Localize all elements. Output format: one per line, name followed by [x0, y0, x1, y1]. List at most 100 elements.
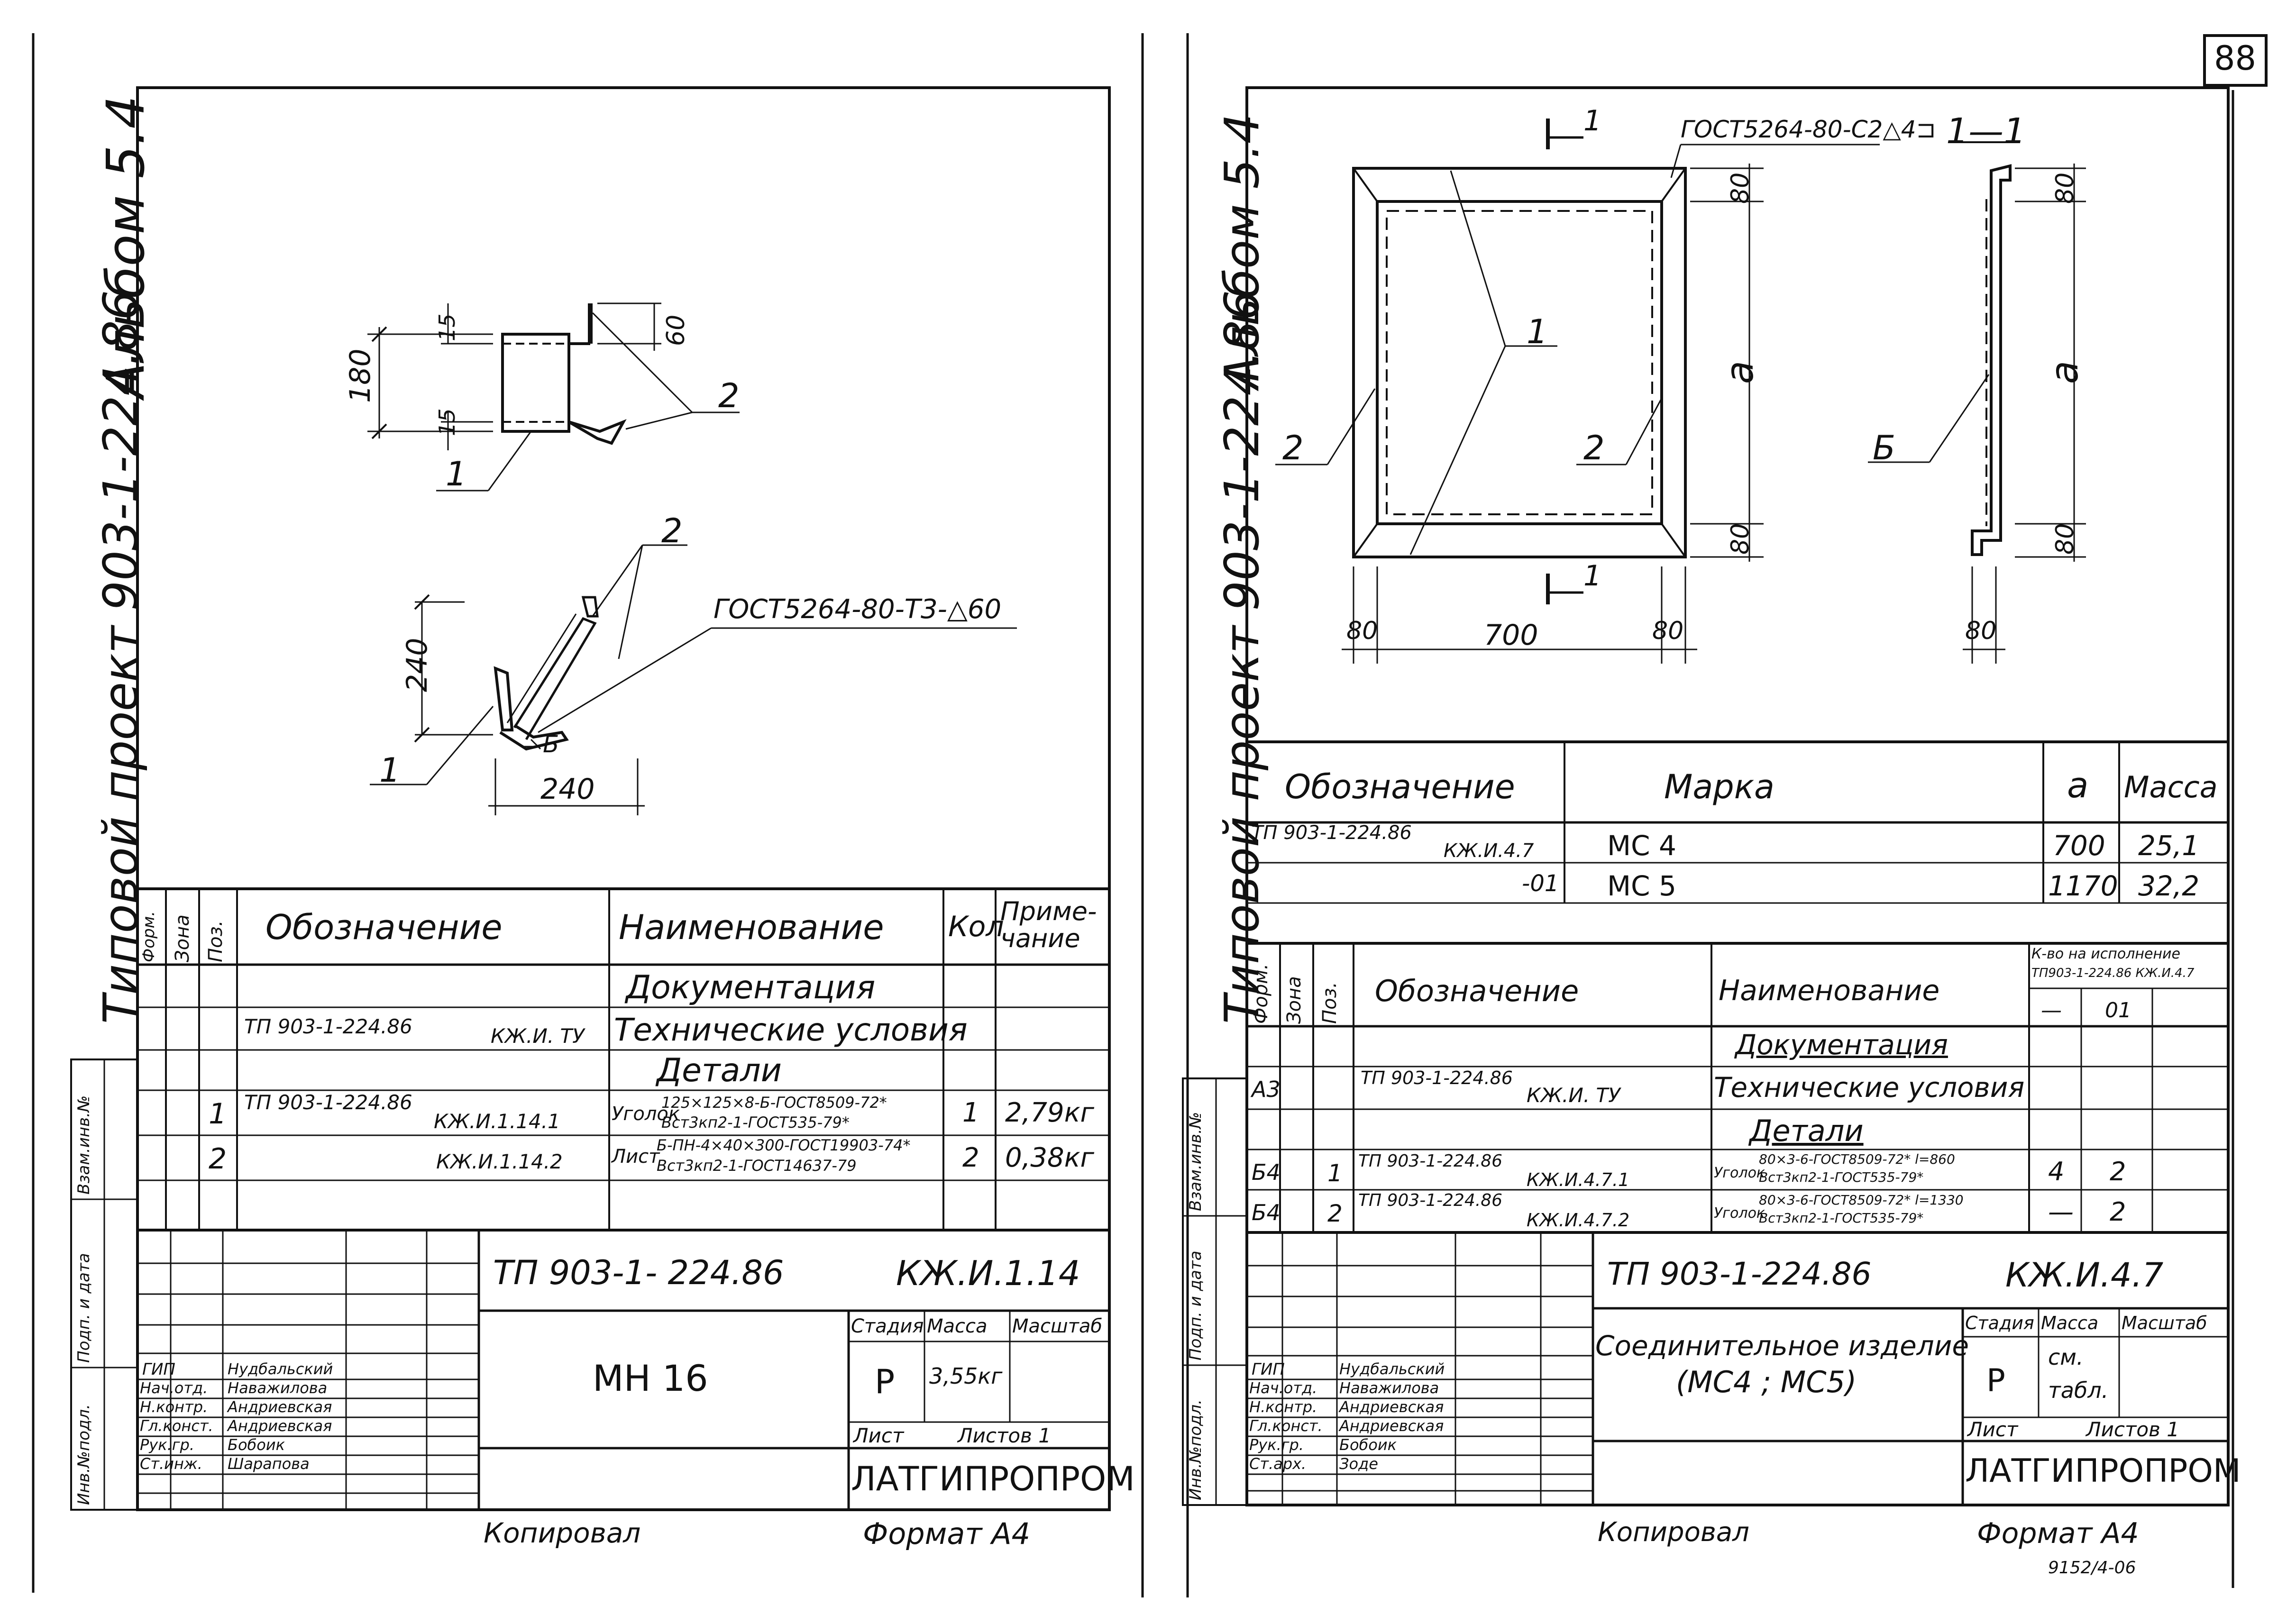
right-marks-row1-designation-a: ТП 903-1-224.86 [1252, 822, 1412, 844]
right-pos-2-left: 2 [1282, 429, 1304, 467]
left-tb-item-name: МН 16 [593, 1357, 708, 1399]
right-marks-h-a: а [2067, 765, 2089, 806]
left-spec-h-designation: Обозначение [265, 907, 503, 947]
left-spec-h-qty: Кол [948, 910, 1004, 943]
right-footer-code: 9152/4-06 [2048, 1558, 2136, 1578]
left-dim-240-horizontal: 240 [540, 773, 595, 806]
right-tb-stage: Р [1986, 1362, 2005, 1399]
right-spec-row2-designation-a: ТП 903-1-224.86 [1358, 1191, 1503, 1210]
left-spec-row1-pos: 1 [209, 1097, 227, 1131]
left-staff-role: Нач.отд. [140, 1379, 208, 1397]
left-stamp-repl: Взам.инв.№ [74, 1095, 93, 1195]
left-project-label: Типовой проект 903-1-224.86 [93, 290, 148, 1024]
left-spec-row1-qty: 1 [962, 1097, 979, 1128]
left-frame [70, 86, 1111, 1511]
right-spec-doc-format: А3 [1252, 1077, 1281, 1102]
right-staff-name: Нудбальский [1339, 1360, 1445, 1378]
right-dim-700: 700 [1484, 619, 1538, 652]
right-dim-80-bottom: 80 [1726, 523, 1755, 555]
right-tb-sheet-label: Лист [1967, 1418, 2018, 1441]
right-spec-row2-q2: 2 [2110, 1197, 2126, 1227]
left-stamp-inv: Инв.№подл. [74, 1404, 93, 1505]
left-spec-row1-note: 2,79кг [1005, 1097, 1094, 1128]
right-spec-row1-pos: 1 [1327, 1159, 1343, 1187]
left-spec-row2-qty: 2 [962, 1142, 979, 1173]
right-tb-stage-label: Стадия [1965, 1313, 2034, 1333]
right-marks-row1-designation-b: КЖ.И.4.7 [1444, 840, 1534, 862]
left-format-label: Формат А4 [863, 1516, 1031, 1551]
left-staff-name: Нудбальский [228, 1360, 333, 1378]
right-spec-row1-name-top: 80×3-6-ГОСТ8509-72* l=860 [1759, 1151, 1955, 1167]
right-spec-row1-name-bottom: Вст3кп2-1-ГОСТ535-79* [1759, 1169, 1924, 1185]
right-spec-h-qty-base: — [2041, 998, 2062, 1022]
left-tb-mass-label: Масса [927, 1315, 988, 1337]
right-spec-h-designation: Обозначение [1375, 974, 1579, 1008]
right-tb-scale-label: Масштаб [2122, 1313, 2207, 1333]
left-detail-top [367, 302, 740, 492]
right-spec-row2-q1: — [2048, 1197, 2074, 1227]
right-spec-doc-name: Технические условия [1714, 1071, 2025, 1104]
right-frame [1182, 86, 2230, 1506]
right-spec-doc-designation-b: КЖ.И. ТУ [1527, 1084, 1620, 1107]
right-staff-role: Гл.конст. [1249, 1417, 1323, 1435]
left-detail-iso [370, 544, 1017, 815]
page-number: 88 [2214, 39, 2257, 78]
right-spec-h-zone: Зона [1283, 976, 1305, 1024]
left-spec-section-docs: Документация [626, 969, 876, 1006]
left-spec-row2-name-bottom: Вст3кп2-1-ГОСТ14637-79 [657, 1157, 857, 1175]
right-tb-sheet-code: КЖ.И.4.7 [2005, 1256, 2164, 1295]
left-pos-2-top: 2 [718, 376, 740, 415]
left-spec-row2-name-top: Б-ПН-4×40×300-ГОСТ19903-74* [657, 1136, 911, 1154]
left-staff-name: Шарапова [228, 1455, 310, 1473]
left-tb-mass: 3,55кг [929, 1363, 1003, 1389]
left-staff-name: Андриевская [228, 1398, 332, 1416]
left-staff-name: Андриевская [228, 1417, 332, 1435]
right-spec-row1-name-label: Уголок [1714, 1165, 1765, 1181]
left-title-grid [137, 1229, 1109, 1510]
right-staff-name: Бобоик [1339, 1436, 1397, 1454]
right-staff-name: Андриевская [1339, 1398, 1444, 1416]
right-staff-name: Наважилова [1339, 1379, 1439, 1397]
left-weld-mark-b: Б [543, 730, 559, 758]
right-sec-dim-80-top: 80 [2051, 172, 2079, 204]
right-spec-row2-name-top: 80×3-6-ГОСТ8509-72* l=1330 [1759, 1192, 1964, 1208]
right-staff-name: Зоде [1339, 1455, 1378, 1473]
left-spec-doc-designation-b: КЖ.И. ТУ [491, 1024, 585, 1048]
right-section [1868, 141, 2086, 664]
right-staff-role: Н.контр. [1249, 1398, 1317, 1416]
left-staff-name: Бобоик [228, 1436, 285, 1454]
right-spec-h-format: Форм. [1250, 963, 1272, 1024]
right-stamp-inv: Инв.№подл. [1186, 1399, 1205, 1500]
left-dim-180: 180 [344, 348, 377, 403]
right-tb-item-name-2: (МС4 ; МС5) [1676, 1365, 1857, 1399]
right-marks-grid [1247, 740, 2228, 904]
left-dim-15-bottom: 15 [434, 408, 460, 436]
right-spec-row2-name-bottom: Вст3кп2-1-ГОСТ535-79* [1759, 1210, 1924, 1226]
right-pos-2-right: 2 [1583, 429, 1605, 467]
left-pos-1-top: 1 [446, 455, 467, 493]
right-section-title: 1—1 [1946, 111, 2026, 152]
right-staff-role: Рук.гр. [1249, 1436, 1304, 1454]
left-spec-section-parts: Детали [657, 1052, 782, 1089]
left-spec-doc-name: Технические условия [614, 1012, 968, 1048]
right-spec-row1-designation-a: ТП 903-1-224.86 [1358, 1151, 1503, 1171]
right-spec-doc-designation-a: ТП 903-1-224.86 [1361, 1067, 1513, 1088]
right-marks-row2-designation-b: -01 [1522, 870, 1559, 897]
left-dim-60: 60 [662, 314, 690, 346]
right-marks-h-mark: Марка [1664, 767, 1775, 806]
right-marks-row2-mark: МС 5 [1607, 870, 1676, 902]
right-tb-doc-code: ТП 903-1-224.86 [1607, 1256, 1872, 1292]
left-tb-scale-label: Масштаб [1012, 1315, 1103, 1337]
left-spec-h-name: Наименование [619, 907, 884, 947]
right-marks-h-mass: Масса [2124, 770, 2218, 804]
left-staff-role: Гл.конст. [140, 1417, 213, 1435]
right-spec-row1-designation-b: КЖ.И.4.7.1 [1527, 1169, 1630, 1190]
left-spec-row2-designation-b: КЖ.И.1.14.2 [436, 1150, 563, 1173]
left-staff-role: Рук.гр. [140, 1436, 195, 1454]
right-sec-dim-80: 80 [1965, 617, 1997, 645]
right-spec-section-docs: Документация [1735, 1029, 1948, 1061]
right-spec-h-qty-sub: ТП903-1-224.86 КЖ.И.4.7 [2031, 966, 2195, 980]
right-pos-b: Б [1873, 429, 1896, 467]
right-frame-plan [1275, 119, 1880, 664]
